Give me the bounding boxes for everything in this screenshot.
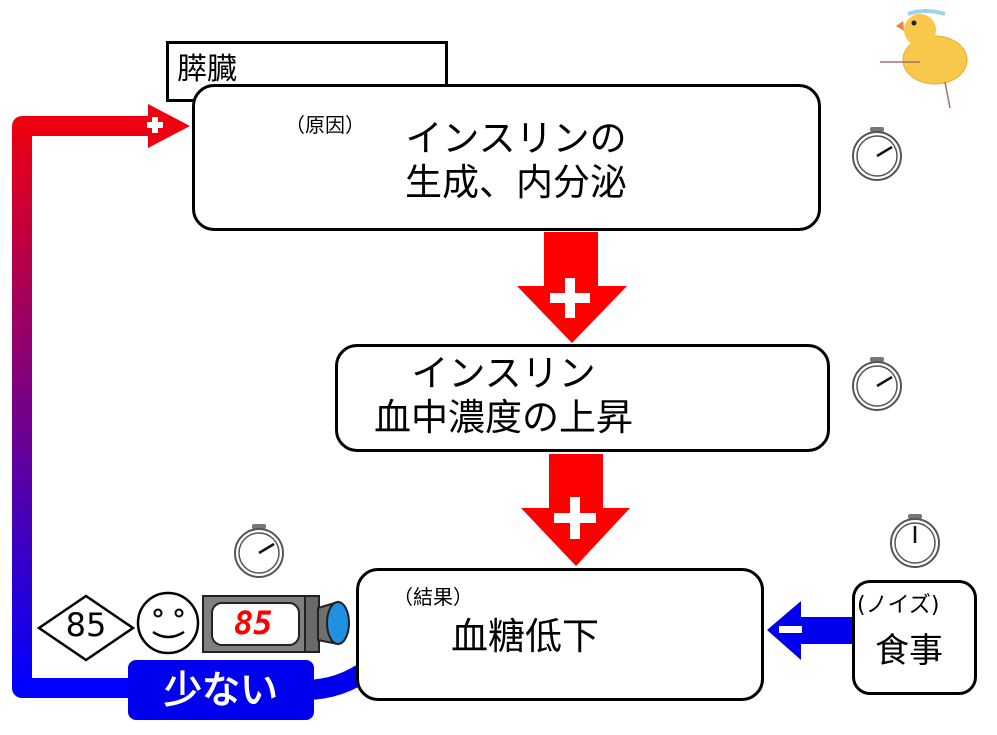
chick-illustration (880, 9, 968, 109)
stopwatch-icon (852, 357, 902, 411)
noise-tag: (ノイズ) (857, 593, 940, 618)
feedback-label: 少ない (128, 660, 314, 720)
cause-text: インスリンの 生成、内分泌 (405, 117, 627, 205)
cause-tag: （原因） (285, 113, 365, 137)
feedback-loop-arrow (12, 104, 190, 698)
stopwatch-icon (890, 514, 940, 568)
reference-value: 85 (65, 606, 107, 644)
cause-line-1: インスリンの (405, 117, 627, 160)
negative-arrow (767, 601, 854, 660)
reference-value-diamond (36, 594, 136, 662)
positive-arrow-2 (521, 454, 630, 566)
intermediate-line-2: 血中濃度の上昇 (374, 396, 633, 439)
noise-text: 食事 (875, 631, 943, 671)
intermediate-text: インスリン 血中濃度の上昇 (374, 352, 633, 440)
cause-line-2: 生成、内分泌 (405, 161, 627, 204)
intermediate-node[interactable]: インスリン 血中濃度の上昇 (335, 344, 830, 452)
stopwatch-icon (234, 524, 284, 578)
cause-node[interactable]: （原因） インスリンの 生成、内分泌 (192, 84, 821, 231)
result-tag: （結果） (393, 585, 473, 609)
intermediate-line-1: インスリン (411, 352, 596, 395)
positive-arrow-1 (517, 232, 627, 343)
result-node[interactable]: （結果） 血糖低下 (356, 568, 764, 701)
stopwatch-icon (852, 127, 902, 181)
result-text: 血糖低下 (451, 615, 599, 658)
smiley-icon (136, 591, 200, 655)
noise-node[interactable]: (ノイズ) 食事 (852, 580, 977, 695)
sensor-camera-icon (202, 595, 350, 653)
sensor-reading: 85 (234, 604, 273, 642)
